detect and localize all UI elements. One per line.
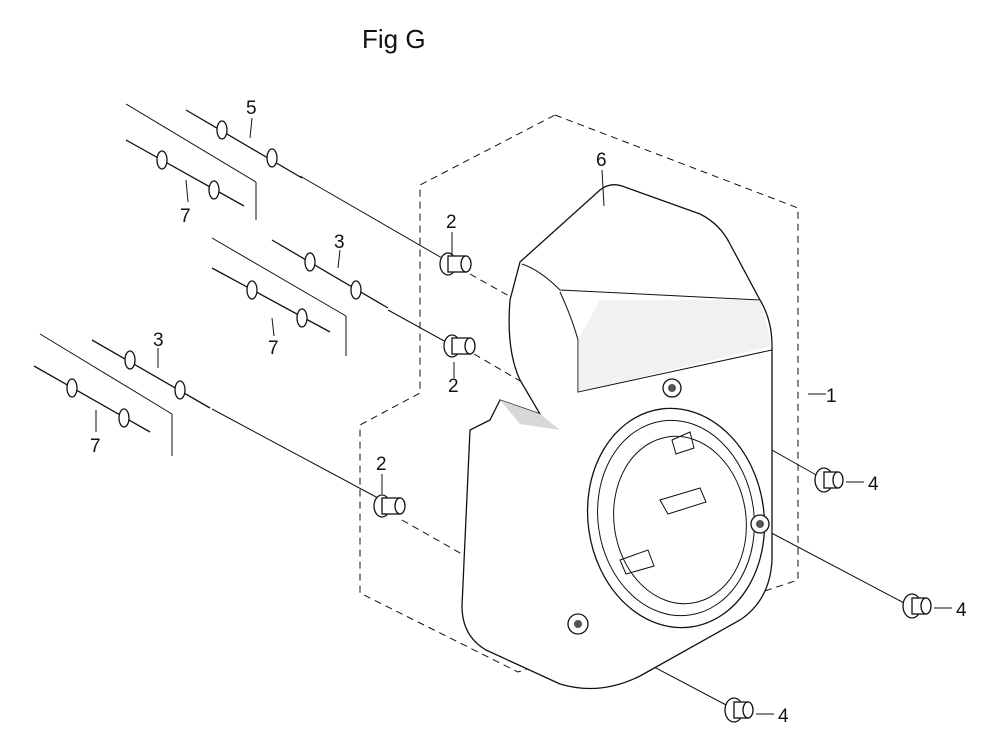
stud-bolt-7-top	[125, 139, 245, 207]
callout-4-upper: 4	[868, 474, 879, 495]
stud-bolt-7-bottom	[33, 365, 151, 433]
stud-bolt-3-bottom	[91, 339, 211, 409]
callout-3-bottom: 3	[153, 330, 164, 351]
assembly-boundary	[359, 114, 799, 673]
callout-4-middle: 4	[956, 600, 967, 621]
nut-4-upper	[814, 467, 844, 493]
callout-3-top: 3	[334, 232, 345, 253]
callout-7-middle: 7	[268, 338, 279, 359]
collar-2-bottom	[373, 494, 406, 518]
callout-1: 1	[826, 386, 837, 407]
fan-cover	[461, 184, 773, 690]
nut-4-middle	[902, 593, 932, 619]
callout-leaders	[95, 117, 952, 715]
stud-bolt-3-top	[271, 239, 389, 309]
callout-6: 6	[596, 150, 607, 171]
callout-2-top: 2	[446, 212, 457, 233]
callout-7-bottom: 7	[90, 436, 101, 457]
collar-2-middle	[443, 334, 476, 358]
callout-7-top: 7	[180, 206, 191, 227]
nut-4-lower	[724, 697, 754, 723]
stud-group-brackets	[39, 103, 347, 456]
callout-2-middle: 2	[448, 376, 459, 397]
callout-2-bottom: 2	[376, 454, 387, 475]
stud-bolt-7-middle	[211, 267, 331, 333]
stud-bolt-5	[185, 109, 303, 179]
callout-labels: 1 2 2 2 3 3 4 4 4 5 6 7 7 7	[90, 98, 967, 727]
collar-2-top	[439, 252, 472, 276]
callout-5: 5	[246, 98, 257, 119]
callout-4-lower: 4	[778, 706, 789, 727]
figure-title: Fig G	[362, 24, 426, 54]
